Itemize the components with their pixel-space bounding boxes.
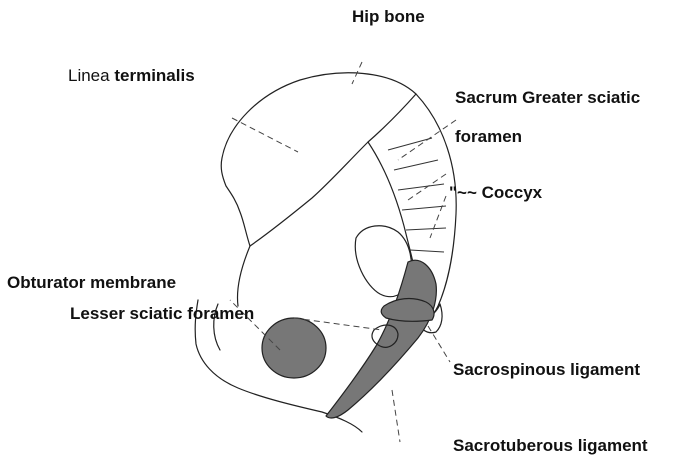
label-sacrospinous-ligament: Sacrospinous ligament	[453, 360, 640, 380]
label-linea-terminalis: Linea terminalis	[68, 66, 195, 86]
label-foramen: foramen	[455, 127, 522, 147]
label-sacrotuberous-ligament: Sacrotuberous ligament	[453, 436, 648, 456]
label-lesser-sciatic-foramen: Lesser sciatic foramen	[70, 304, 254, 324]
leader-linea-terminalis	[232, 118, 298, 152]
sacral-hatch	[394, 160, 438, 170]
ischium-outline	[238, 246, 251, 306]
label-obturator-membrane: Obturator membrane	[7, 273, 176, 293]
sacral-hatch	[402, 206, 446, 210]
sacrospinous-ligament	[381, 299, 434, 322]
obturator-membrane	[262, 318, 326, 378]
iliac-wing	[221, 73, 416, 246]
leader-greater-sciatic	[408, 174, 446, 200]
sacrotuberous-ligament	[326, 260, 436, 418]
label-linea-bold: terminalis	[114, 66, 194, 85]
sacral-hatch	[398, 184, 444, 190]
label-coccyx: "~~ Coccyx	[449, 183, 542, 203]
sacral-hatch	[388, 138, 432, 150]
leader-coccyx	[430, 196, 446, 238]
leader-sacrospinous	[428, 326, 450, 362]
leader-sacrotuberous	[392, 390, 400, 442]
sacral-hatch	[406, 228, 446, 230]
label-sacrum-greater-sciatic: Sacrum Greater sciatic	[455, 88, 640, 108]
leader-sacrum	[398, 120, 456, 160]
label-linea-prefix: Linea	[68, 66, 110, 85]
label-hip-bone: Hip bone	[352, 7, 425, 27]
sacral-hatch	[410, 250, 444, 252]
